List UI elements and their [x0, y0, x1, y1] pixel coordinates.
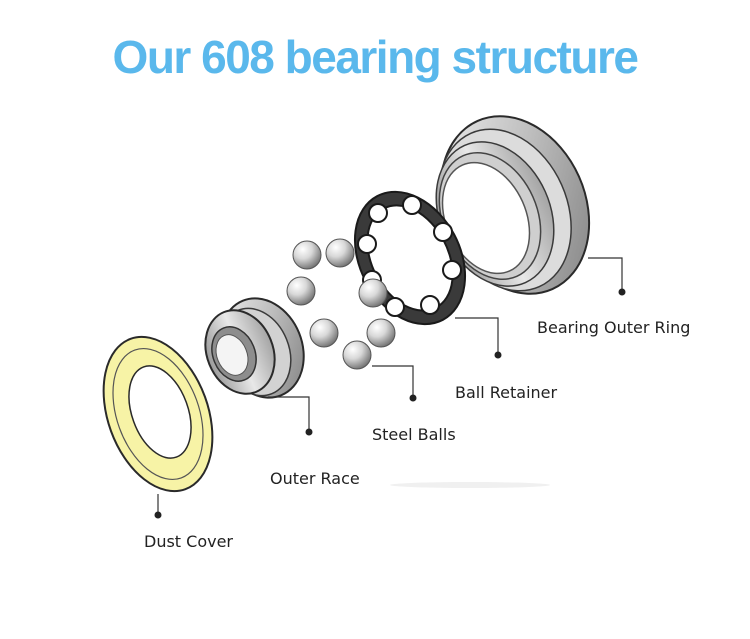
- label-steel-balls: Steel Balls: [372, 425, 456, 444]
- label-outer-race: Outer Race: [270, 469, 360, 488]
- floor-reflection: [390, 482, 550, 488]
- label-dust-cover: Dust Cover: [144, 532, 233, 551]
- label-bearing-outer-ring: Bearing Outer Ring: [537, 318, 690, 337]
- label-ball-retainer: Ball Retainer: [455, 383, 557, 402]
